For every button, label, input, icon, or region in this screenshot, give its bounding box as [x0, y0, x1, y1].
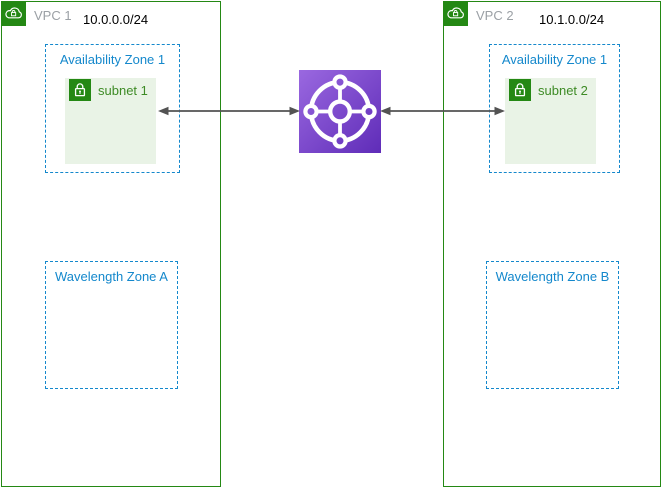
wavelength-zone-label: Wavelength Zone A: [55, 269, 168, 284]
vpc2-cidr: 10.1.0.0/24: [539, 12, 605, 27]
availability-zone-label: Availability Zone 1: [59, 52, 166, 67]
subnet2-label: subnet 2: [538, 83, 588, 98]
vpc2-wavelength-zone: Wavelength Zone B: [486, 261, 619, 389]
vpc-icon: [443, 1, 468, 26]
transit-gateway-icon: [299, 70, 381, 153]
vpc2-availability-zone: Availability Zone 1 subnet 2: [489, 44, 620, 173]
lock-icon: [509, 79, 531, 101]
subnet1-label: subnet 1: [98, 83, 148, 98]
vpc-icon: [1, 1, 26, 26]
availability-zone-label: Availability Zone 1: [501, 52, 608, 67]
vpc1-cidr: 10.0.0.0/24: [83, 12, 149, 27]
vpc2-container: VPC 2 10.1.0.0/24 Availability Zone 1 su…: [443, 1, 661, 487]
bidirectional-arrow-right: [380, 106, 505, 116]
vpc1-label: VPC 1: [34, 8, 72, 23]
vpc1-wavelength-zone: Wavelength Zone A: [45, 261, 178, 389]
subnet1-box: subnet 1: [65, 78, 156, 164]
wavelength-zone-label: Wavelength Zone B: [495, 269, 610, 284]
vpc2-label: VPC 2: [476, 8, 514, 23]
vpc1-availability-zone: Availability Zone 1 subnet 1: [45, 44, 180, 173]
bidirectional-arrow-left: [158, 106, 300, 116]
subnet2-box: subnet 2: [505, 78, 596, 164]
vpc1-container: VPC 1 10.0.0.0/24 Availability Zone 1 su…: [1, 1, 221, 487]
lock-icon: [69, 79, 91, 101]
